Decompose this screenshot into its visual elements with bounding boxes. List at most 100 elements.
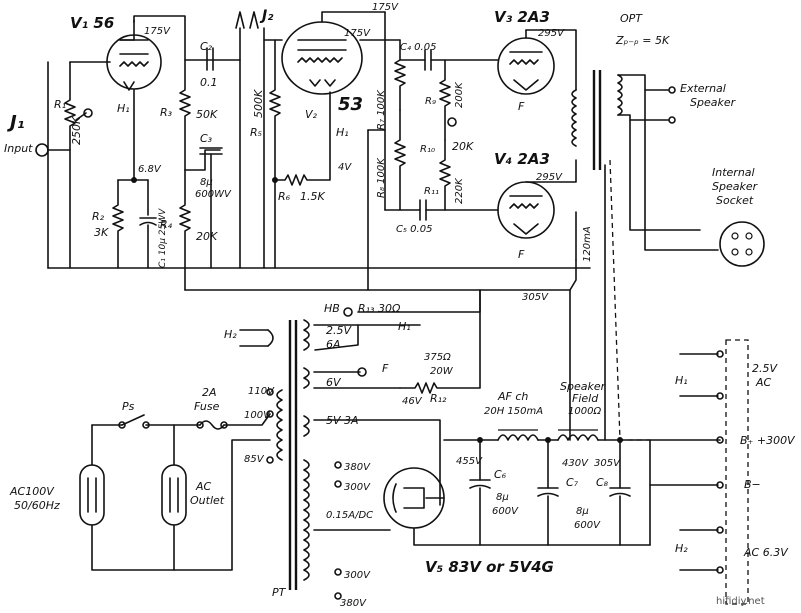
opt-impedance: Zₚ₋ₚ = 5K — [615, 34, 670, 47]
ext-speaker-line1: External — [680, 82, 726, 95]
ac63: AC 6.3V — [743, 546, 789, 559]
v-430: 430V — [562, 458, 589, 469]
ps-label: Ps — [122, 400, 135, 413]
r5-value: 500K — [252, 89, 265, 118]
c78-value-2: 600V — [574, 520, 601, 531]
ac100-line2: 50/60Hz — [14, 499, 60, 512]
v-4: 4V — [338, 162, 352, 173]
v-380b: 380V — [340, 598, 367, 609]
int-speaker-line3: Socket — [716, 194, 754, 207]
hb-label: HB — [324, 302, 340, 315]
r9-label: R₉ — [425, 96, 436, 107]
v-380a: 380V — [344, 462, 371, 473]
j1-input-label: Input — [4, 142, 33, 155]
v-300a: 300V — [344, 482, 371, 493]
fuse-rating: 2A — [202, 386, 217, 399]
v-300b: 300V — [344, 570, 371, 581]
j2-label: J₂ — [259, 8, 274, 24]
ext-speaker-line2: Speaker — [690, 96, 737, 109]
h2-left: H₂ — [224, 328, 237, 341]
afch-label: AF ch — [497, 390, 528, 403]
dc-rating: 0.15A/DC — [326, 510, 373, 521]
r10-value: 20K — [452, 140, 474, 153]
v1-tube — [106, 19, 162, 91]
v-6.8: 6.8V — [138, 164, 162, 175]
v-6: 6V — [326, 376, 342, 389]
c6-value-2: 600V — [492, 506, 519, 517]
v4-filament: F — [518, 248, 525, 261]
v1-label: V₁ 56 — [70, 14, 114, 32]
speaker-field-2: Field — [572, 392, 599, 405]
v2-voltage: 175V — [344, 28, 371, 39]
watermark: hifidiy.net — [716, 596, 765, 607]
ac-outlet-line2: Outlet — [190, 494, 225, 507]
v-85: 85V — [244, 454, 265, 465]
r10-label: R₁₀ — [420, 144, 435, 155]
pt-label: PT — [272, 586, 287, 599]
c3-label: C₃ — [200, 132, 213, 145]
c78-value-1: 8μ — [576, 506, 589, 517]
b-minus: B− — [744, 478, 761, 491]
c3-value-1: 8μ — [200, 177, 213, 188]
r7-label: R₇ 100K — [376, 89, 387, 130]
ac25-line1: 2.5V — [752, 362, 778, 375]
v5-rectifier — [383, 467, 445, 529]
output-connector — [725, 339, 749, 605]
c8-label: C₈ — [596, 476, 609, 489]
r13-label: R₁₃ 30Ω — [358, 302, 401, 315]
opt-label: OPT — [620, 12, 643, 25]
b-plus: B₊ +300V — [740, 434, 796, 447]
h2-right: H₂ — [675, 542, 688, 555]
f-pt: F — [382, 362, 389, 375]
r11-label: R₁₁ — [424, 186, 439, 197]
h1-pt: H₁ — [398, 320, 411, 333]
v3-voltage: 295V — [538, 28, 565, 39]
c2-label: C₂ — [200, 40, 213, 53]
r6-value: 1.5K — [300, 190, 325, 203]
speaker-field-3: 1000Ω — [568, 406, 601, 417]
power-transformer — [276, 319, 310, 590]
v1-voltage: 175V — [144, 26, 171, 37]
c7-label: C₇ — [566, 476, 579, 489]
v4-label: V₄ 2A3 — [494, 150, 550, 168]
v4-voltage: 295V — [536, 172, 563, 183]
internal-speaker-socket — [719, 221, 765, 267]
j1-input-jack — [35, 143, 49, 157]
r8-label: R₈ 100K — [376, 157, 387, 198]
ac100-plug — [79, 464, 105, 526]
a-6: 6A — [326, 338, 341, 351]
j2-jack — [235, 11, 265, 269]
v5-label: V₅ 83V or 5V4G — [425, 558, 554, 576]
v1-heater-label: H₁ — [117, 102, 130, 115]
v-305-top: 305V — [522, 292, 549, 303]
v-100: 100V — [244, 410, 271, 421]
afch-spec: 20H 150mA — [484, 406, 543, 417]
v-305b: 305V — [594, 458, 621, 469]
c6-label: C₆ — [494, 468, 507, 481]
r1-label: R₁ — [54, 98, 66, 111]
r1-value: 250K — [70, 116, 83, 145]
v-455: 455V — [456, 456, 483, 467]
c1-label: C₁ 10μ 25WV — [158, 208, 168, 268]
v3-tube — [497, 29, 555, 95]
ac100-line1: AC100V — [9, 485, 55, 498]
r6-label: R₆ — [278, 190, 291, 203]
r12-label: R₁₂ — [430, 392, 447, 405]
v-110: 110V — [248, 386, 275, 397]
r3-label: R₃ — [160, 106, 173, 119]
v2-heater-label: H₁ — [336, 126, 349, 139]
r12-value-2: 20W — [430, 366, 454, 377]
int-speaker-line1: Internal — [712, 166, 755, 179]
fuse-label: Fuse — [194, 400, 220, 413]
r2-label: R₂ — [92, 210, 105, 223]
v2-label: V₂ — [305, 108, 318, 121]
v-2.5: 2.5V — [326, 324, 352, 337]
v2-voltage-top: 175V — [372, 2, 399, 13]
v2-type: 53 — [338, 94, 363, 115]
current-120ma: 120mA — [582, 226, 593, 262]
r5-label: R₅ — [250, 126, 262, 139]
r12-value-1: 375Ω — [424, 352, 451, 363]
output-transformer — [571, 70, 623, 170]
